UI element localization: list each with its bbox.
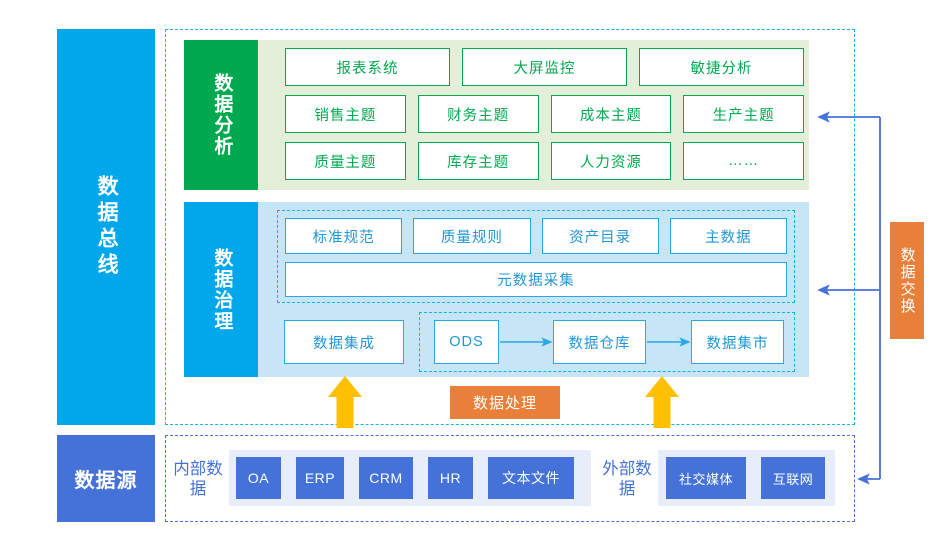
analysis-item[interactable]: 财务主题 xyxy=(417,95,539,133)
analysis-label: 数据分析 xyxy=(211,73,233,157)
data-processing-badge: 数据处理 xyxy=(450,386,560,419)
analysis-row: 报表系统 大屏监控 敏捷分析 xyxy=(285,48,804,86)
source-item-text-file[interactable]: 文本文件 xyxy=(488,457,574,499)
governance-inner-group: 标准规范 质量规则 资产目录 主数据 元数据采集 xyxy=(277,210,795,303)
data-source-rail: 数据源 xyxy=(57,435,155,522)
analysis-item[interactable]: 大屏监控 xyxy=(462,48,627,86)
analysis-item[interactable]: 报表系统 xyxy=(285,48,450,86)
source-item-hr[interactable]: HR xyxy=(428,457,473,499)
data-bus-rail: 数据总线 xyxy=(57,29,155,425)
metadata-collection-item[interactable]: 元数据采集 xyxy=(285,262,787,297)
analysis-item[interactable]: 敏捷分析 xyxy=(639,48,804,86)
source-item-erp[interactable]: ERP xyxy=(296,457,344,499)
analysis-item[interactable]: 库存主题 xyxy=(417,142,539,180)
analysis-row: 销售主题 财务主题 成本主题 生产主题 xyxy=(285,95,804,133)
data-source-label: 数据源 xyxy=(74,470,138,492)
data-flow-group xyxy=(419,312,795,372)
analysis-item[interactable]: 质量主题 xyxy=(285,142,406,180)
analysis-item[interactable]: …… xyxy=(683,142,804,180)
source-item-social-media[interactable]: 社交媒体 xyxy=(666,457,746,499)
governance-row: 元数据采集 xyxy=(285,262,787,297)
governance-row: 标准规范 质量规则 资产目录 主数据 xyxy=(285,218,787,254)
source-item-internet[interactable]: 互联网 xyxy=(761,457,825,499)
internal-data-label: 内部数据 xyxy=(173,459,223,498)
flow-item-mart[interactable]: 数据集市 xyxy=(691,320,784,364)
governance-item[interactable]: 资产目录 xyxy=(541,218,659,254)
governance-label-box: 数据治理 xyxy=(184,202,258,377)
external-data-label: 外部数据 xyxy=(602,459,652,498)
analysis-row: 质量主题 库存主题 人力资源 …… xyxy=(285,142,804,180)
governance-label: 数据治理 xyxy=(211,247,233,332)
data-integration-item[interactable]: 数据集成 xyxy=(284,320,404,364)
platform-container xyxy=(165,29,855,425)
governance-item[interactable]: 标准规范 xyxy=(285,218,403,254)
data-bus-label: 数据总线 xyxy=(95,175,119,279)
analysis-item[interactable]: 生产主题 xyxy=(683,95,804,133)
analysis-grid: 报表系统 大屏监控 敏捷分析 销售主题 财务主题 成本主题 生产主题 质量主题 … xyxy=(285,48,804,182)
source-item-crm[interactable]: CRM xyxy=(359,457,413,499)
flow-item-warehouse[interactable]: 数据仓库 xyxy=(553,320,646,364)
analysis-item[interactable]: 人力资源 xyxy=(550,142,672,180)
data-exchange-label: 数据交换 xyxy=(898,246,916,315)
flow-item-ods[interactable]: ODS xyxy=(434,320,499,364)
governance-item[interactable]: 主数据 xyxy=(669,218,787,254)
source-item-oa[interactable]: OA xyxy=(236,457,281,499)
data-exchange-badge: 数据交换 xyxy=(890,222,924,339)
governance-item[interactable]: 质量规则 xyxy=(413,218,531,254)
source-container xyxy=(165,435,855,522)
analysis-label-box: 数据分析 xyxy=(184,40,258,190)
analysis-item[interactable]: 成本主题 xyxy=(550,95,672,133)
analysis-item[interactable]: 销售主题 xyxy=(285,95,406,133)
